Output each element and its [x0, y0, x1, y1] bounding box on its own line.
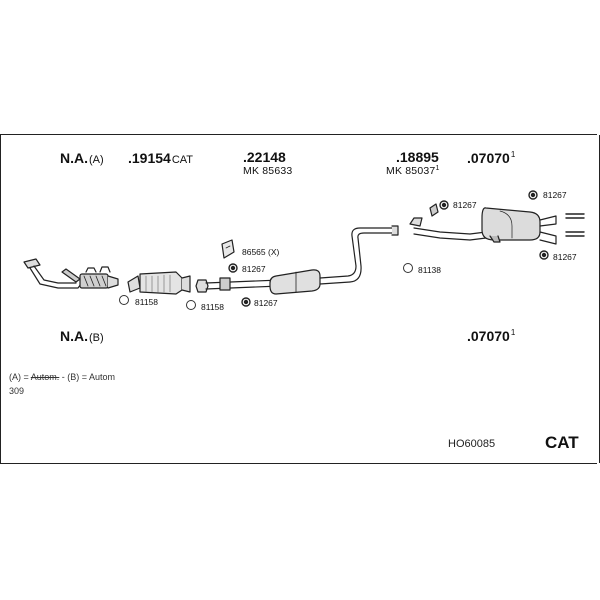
- label-na-a: N.A.(A): [60, 150, 104, 166]
- part-81158-a: 81158: [135, 297, 159, 307]
- part-81267-e: 81267: [553, 252, 577, 262]
- rubber-mount-icon: [539, 250, 549, 260]
- rubber-mount-icon: [439, 200, 449, 210]
- cat-label: CAT: [545, 433, 579, 452]
- label-07070-top: .070701: [467, 150, 516, 166]
- label-mk-85037: MK 850371: [386, 165, 440, 177]
- diagram-code: HO60085: [448, 438, 496, 450]
- tail-pipe-ends: [565, 213, 585, 237]
- part-81158-b: 81158: [201, 302, 225, 312]
- note-variants: (A) = Autom. - (B) = Autom: [9, 372, 116, 382]
- part-81138: 81138: [418, 265, 442, 275]
- catalytic-converter-drawing: [127, 271, 191, 295]
- part-81267-a: 81267: [242, 264, 266, 274]
- part-81267-d: 81267: [543, 190, 567, 200]
- label-mk-85633: MK 85633: [243, 165, 293, 177]
- note-line2: 309: [9, 386, 25, 396]
- label-22148: .22148: [243, 149, 286, 165]
- part-81267-c: 81267: [453, 200, 477, 210]
- ring-gasket-icon: [186, 300, 196, 310]
- label-07070-bottom: .070701: [467, 328, 516, 344]
- heat-shield-drawing: [221, 239, 235, 259]
- ring-gasket-icon: [403, 263, 413, 273]
- middle-silencer-drawing: [195, 225, 399, 295]
- label-na-b: N.A.(B): [60, 328, 104, 344]
- rubber-mount-icon: [241, 297, 251, 307]
- label-18895: .18895: [396, 149, 439, 165]
- front-pipe-drawing: [23, 258, 119, 289]
- ring-gasket-icon: [119, 295, 129, 305]
- rubber-mount-icon: [528, 190, 538, 200]
- diagram-frame: [0, 134, 600, 464]
- label-19154: .19154CAT: [128, 150, 194, 166]
- rubber-mount-icon: [228, 263, 238, 273]
- rear-silencer-drawing: [409, 203, 557, 245]
- part-86565: 86565 (X): [242, 247, 280, 257]
- part-81267-b: 81267: [254, 298, 278, 308]
